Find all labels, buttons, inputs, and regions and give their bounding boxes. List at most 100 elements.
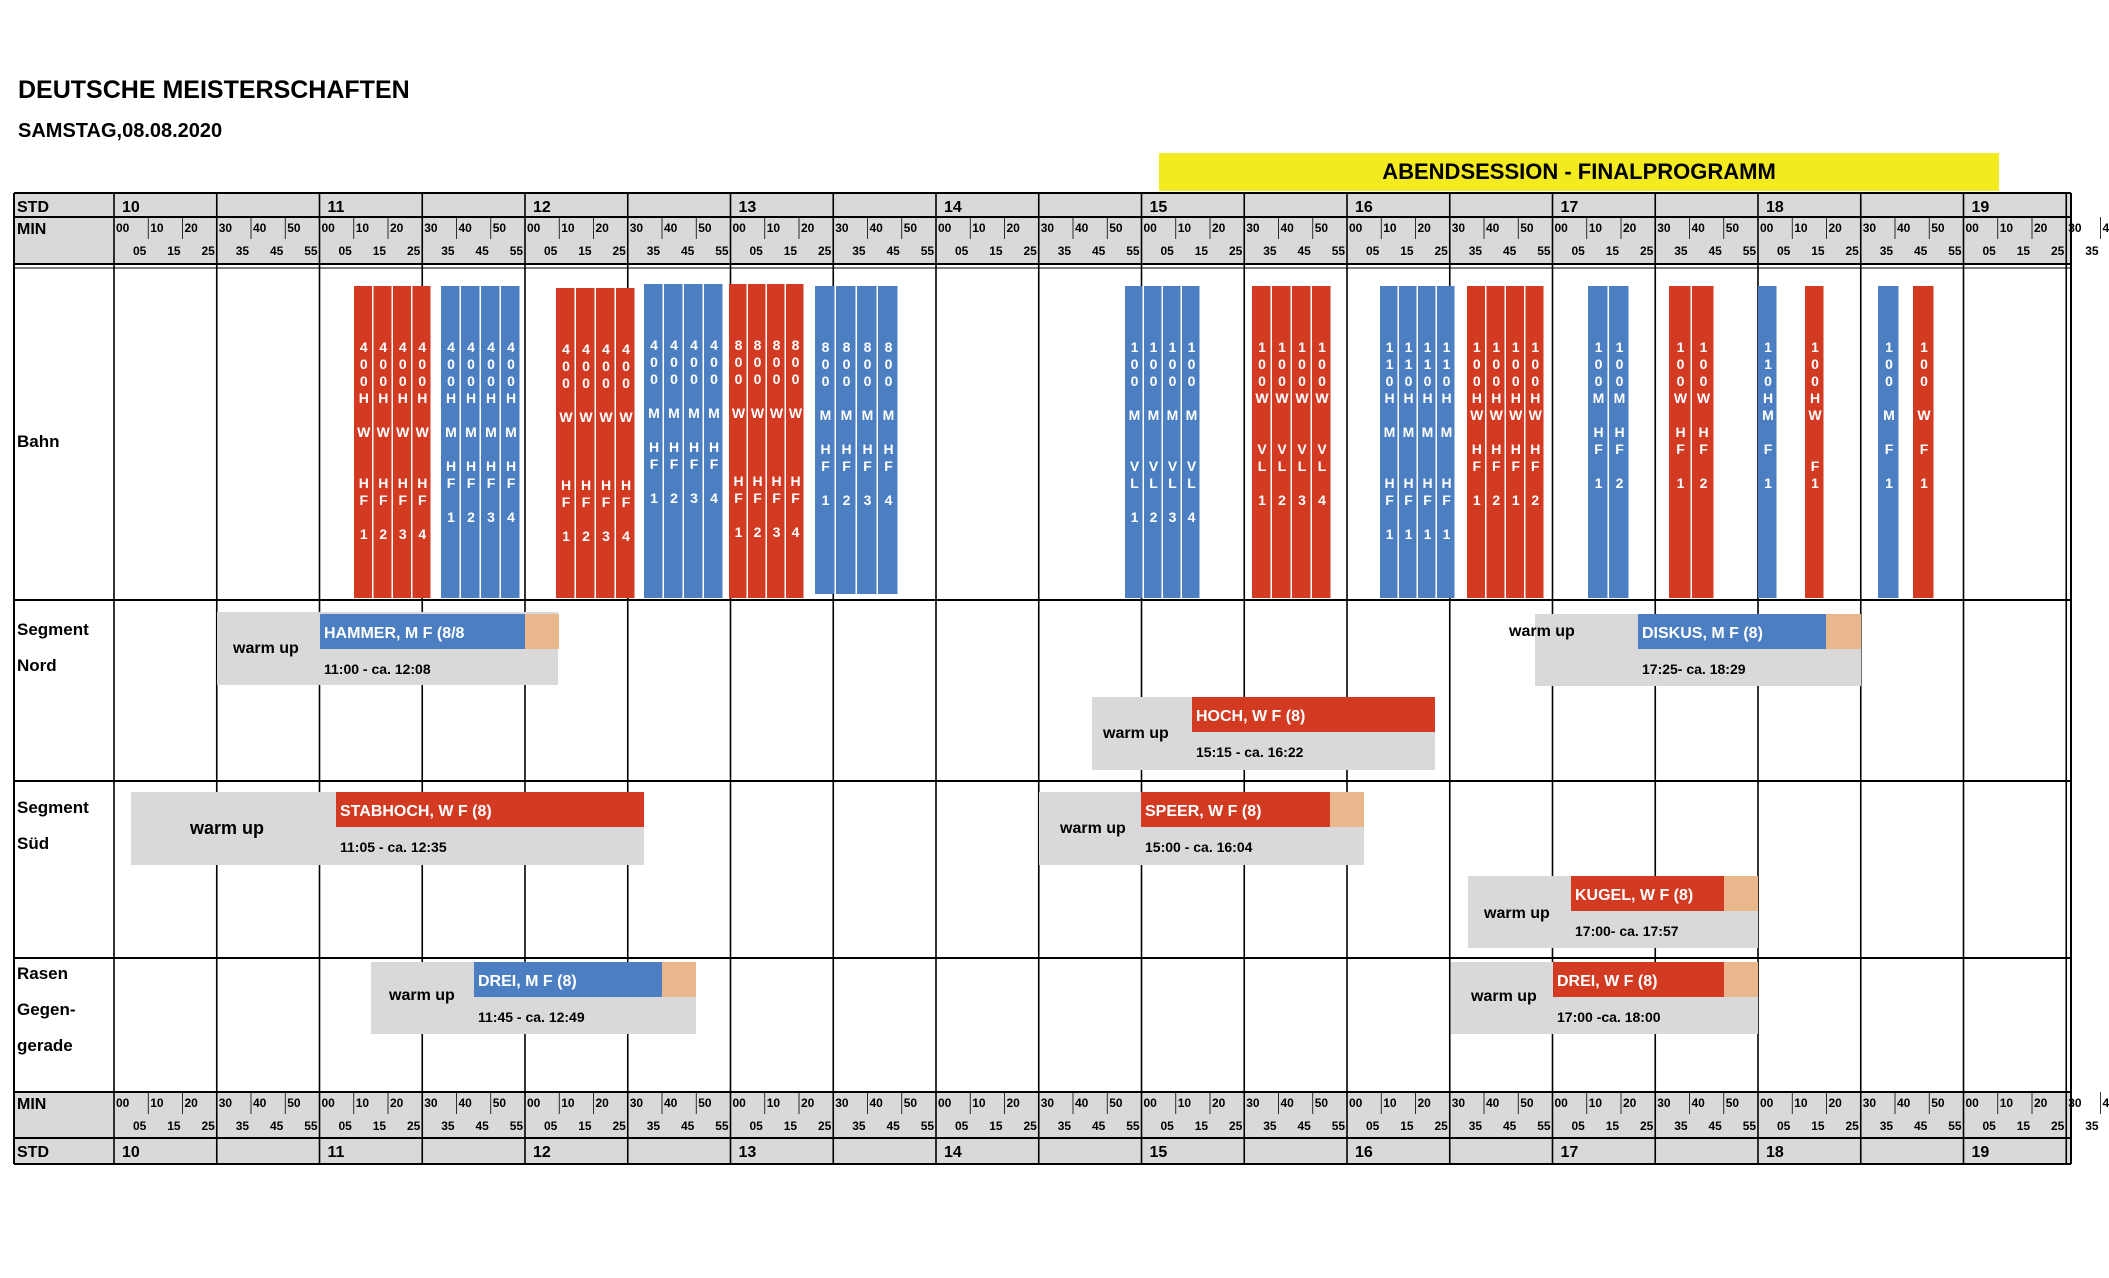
- minute-label: 05: [1572, 244, 1586, 258]
- bahn-lane-text: 1: [1386, 339, 1394, 355]
- bahn-lane-text: 4: [507, 339, 515, 355]
- bahn-lane-text: 0: [1616, 356, 1624, 372]
- bahn-lane-bar: [441, 286, 460, 598]
- minute-label: 10: [2000, 221, 2014, 235]
- bahn-lane-text: 1: [1531, 339, 1539, 355]
- minute-label: 50: [493, 1096, 507, 1110]
- minute-label: 00: [733, 221, 747, 235]
- bahn-lane-text: 0: [1318, 373, 1326, 389]
- minute-label: 10: [1383, 1096, 1397, 1110]
- bahn-lane-text: 0: [1424, 373, 1432, 389]
- minute-label: 55: [1743, 1119, 1757, 1133]
- bahn-lane-text: 0: [1811, 373, 1819, 389]
- warmup-label: warm up: [1102, 725, 1169, 742]
- bahn-lane-text: 0: [1512, 356, 1520, 372]
- bahn-lane-text: W: [1808, 407, 1822, 423]
- minute-label: 50: [1109, 221, 1123, 235]
- bahn-lane-bar: [748, 284, 766, 598]
- minute-label: 40: [870, 221, 884, 235]
- bahn-lane-text: H: [689, 439, 699, 455]
- hour-label: 17: [1561, 1144, 1579, 1161]
- bahn-lane-text: W: [1509, 407, 1523, 423]
- minute-label: 35: [852, 244, 866, 258]
- bahn-lane-text: 0: [562, 358, 570, 374]
- minute-label: 45: [1914, 244, 1928, 258]
- minute-label: 15: [1811, 244, 1825, 258]
- minute-label: 55: [304, 244, 318, 258]
- hour-label: 15: [1150, 1144, 1168, 1161]
- bahn-lane-text: 1: [562, 528, 570, 544]
- bahn-lane-text: L: [1187, 475, 1196, 491]
- bahn-lane-text: H: [733, 473, 743, 489]
- minute-label: 10: [356, 1096, 370, 1110]
- bahn-lane-text: M: [648, 405, 660, 421]
- bahn-lane-text: 0: [1492, 373, 1500, 389]
- bahn-lane-text: L: [1168, 475, 1177, 491]
- bahn-lane-text: F: [418, 492, 427, 508]
- minute-label: 00: [116, 1096, 130, 1110]
- minute-label: 10: [2000, 1096, 2014, 1110]
- bahn-lane-text: H: [790, 473, 800, 489]
- minute-label: 05: [544, 1119, 558, 1133]
- bahn-lane-text: 4: [710, 337, 718, 353]
- bahn-lane-text: W: [770, 405, 784, 421]
- minute-label: 35: [1058, 1119, 1072, 1133]
- minute-label: 35: [647, 1119, 661, 1133]
- hour-label: 16: [1355, 199, 1373, 216]
- warmup-label: warm up: [189, 818, 264, 838]
- minute-label: 25: [1024, 244, 1038, 258]
- bahn-lane-text: 4: [792, 524, 800, 540]
- minute-label: 45: [270, 1119, 284, 1133]
- bahn-lane-bar: [1486, 286, 1505, 598]
- bahn-lane-text: H: [446, 458, 456, 474]
- bahn-lane-text: H: [1511, 441, 1521, 457]
- bahn-lane-text: F: [359, 492, 368, 508]
- bahn-lane-text: 2: [670, 490, 678, 506]
- bahn-lane-text: F: [772, 490, 781, 506]
- bahn-lane-text: F: [1920, 441, 1929, 457]
- bahn-lane-text: 0: [1298, 373, 1306, 389]
- bahn-lane-bar: [501, 286, 520, 598]
- bahn-lane-text: M: [1403, 424, 1415, 440]
- bahn-lane-text: 0: [885, 356, 893, 372]
- bahn-lane-text: F: [487, 475, 496, 491]
- bahn-lane-text: L: [1278, 458, 1287, 474]
- minute-label: 20: [1418, 1096, 1432, 1110]
- bahn-lane-text: 4: [885, 492, 893, 508]
- minute-label: 50: [698, 1096, 712, 1110]
- bahn-lane-text: F: [562, 494, 571, 510]
- minute-label: 25: [407, 1119, 421, 1133]
- bahn-lane-text: 8: [735, 337, 743, 353]
- minute-label: 25: [1435, 244, 1449, 258]
- minute-label: 20: [2034, 1096, 2048, 1110]
- bahn-lane-text: H: [486, 390, 496, 406]
- bahn-lane-text: M: [708, 405, 720, 421]
- minute-label: 15: [989, 1119, 1003, 1133]
- bahn-lane-text: 0: [735, 354, 743, 370]
- session-banner: ABENDSESSION - FINALPROGRAMM: [1159, 153, 1999, 191]
- hour-label: 10: [122, 199, 140, 216]
- bahn-lane-text: 0: [1169, 373, 1177, 389]
- minute-label: 35: [1674, 1119, 1688, 1133]
- minute-label: 45: [1503, 1119, 1517, 1133]
- bahn-lane-text: F: [582, 494, 591, 510]
- bahn-lane-text: 0: [1811, 356, 1819, 372]
- bahn-lane-text: 0: [650, 354, 658, 370]
- event-tail: [1724, 962, 1758, 997]
- bahn-lane-text: H: [1441, 390, 1451, 406]
- bahn-lane-text: M: [1384, 424, 1396, 440]
- bahn-lane-text: L: [1258, 458, 1267, 474]
- bahn-lane-bar: [1125, 286, 1143, 598]
- bahn-lane-text: M: [1614, 390, 1626, 406]
- bahn-lane-text: M: [1148, 407, 1160, 423]
- bahn-lane-text: M: [465, 424, 477, 440]
- minute-label: 00: [938, 1096, 952, 1110]
